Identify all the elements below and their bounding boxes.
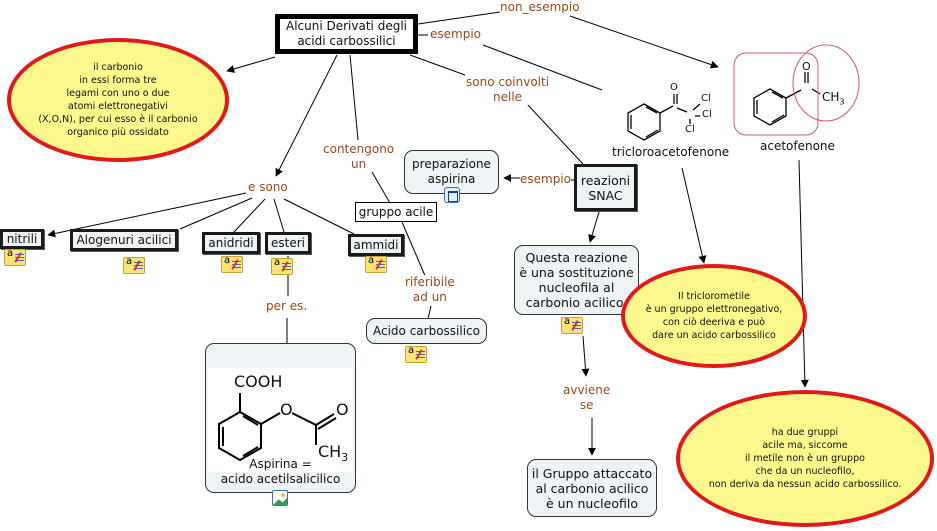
acetofenone-o-label: O xyxy=(802,60,811,73)
link-label-esempio-snac: esempio xyxy=(520,172,571,187)
annotation-note-icon[interactable]: a xyxy=(405,345,427,363)
annotation-note-icon[interactable]: a xyxy=(561,316,583,334)
link-label-non-esempio: non_esempio xyxy=(500,0,580,15)
concept-gruppo-acile[interactable]: gruppo acile xyxy=(355,202,437,222)
tricloro-cl1-label: Cl xyxy=(701,93,711,104)
link-esono-ammidi xyxy=(283,198,355,235)
link-esono-anidridi xyxy=(233,198,266,233)
concept-esteri[interactable]: esteri xyxy=(265,232,311,254)
link-esono-nitrili xyxy=(47,192,247,238)
concept-ammidi[interactable]: ammidi xyxy=(348,234,404,256)
concept-acetofenone[interactable]: acetofenone xyxy=(760,139,835,153)
aspirina-o2-label: O xyxy=(336,400,349,419)
note-triclorometile-ellipse[interactable]: Il triclorometile è un gruppo elettroneg… xyxy=(621,264,807,368)
link-snac-questa xyxy=(588,211,600,243)
link-acetofenone-ellipse xyxy=(798,159,809,388)
link-esempio-tricloro xyxy=(482,44,603,91)
concept-reazioni-snac[interactable]: reazioni SNAC xyxy=(574,164,637,211)
concept-gruppo-attaccato[interactable]: il Gruppo attaccato al carbonio acilico … xyxy=(527,459,657,517)
link-label-esempio: esempio xyxy=(430,27,481,42)
link-acile-riferibile xyxy=(401,221,427,279)
concept-preparazione-aspirina[interactable]: preparazione aspirina xyxy=(404,150,499,194)
link-root-contengono xyxy=(349,54,359,141)
link-riferibile-acido xyxy=(427,305,432,320)
link-root-esono xyxy=(275,54,338,177)
link-root-carbonio xyxy=(226,56,276,73)
link-label-riferibile: riferibile ad un xyxy=(405,275,455,305)
link-root-coinvolti xyxy=(409,54,466,76)
concept-nitrili[interactable]: nitrili xyxy=(0,229,44,249)
acetofenone-structure xyxy=(753,72,821,126)
concept-questa-reazione[interactable]: Questa reazione è una sostituzione nucle… xyxy=(514,245,639,315)
link-label-e-sono: e sono xyxy=(248,180,288,195)
sub-3: 3 xyxy=(839,97,845,107)
note-carbonio-ellipse[interactable]: il carbonio in essi forma tre legami con… xyxy=(7,38,229,162)
annotation-note-icon[interactable]: a xyxy=(4,248,26,266)
tricloro-cl3-label: Cl xyxy=(685,124,695,135)
sub-3: 3 xyxy=(341,451,349,465)
concept-anidridi[interactable]: anidridi xyxy=(202,232,260,254)
acetofenone-ch3-label: CH3 xyxy=(822,90,845,106)
aspirina-o-label: O xyxy=(280,400,293,419)
annotation-note-icon[interactable]: a xyxy=(271,257,293,275)
link-label-sono-coinvolti: sono coinvolti nelle xyxy=(466,75,550,105)
link-questa-avviene xyxy=(581,335,590,377)
link-coinvolti-snac xyxy=(526,103,584,165)
link-label-contengono: contengono un xyxy=(323,142,395,172)
concept-acido-carbossilico[interactable]: Acido carbossilico xyxy=(366,318,487,344)
aspirina-ch3-label: CH3 xyxy=(318,442,348,464)
tricloro-o-label: O xyxy=(670,82,678,93)
ch-text: CH xyxy=(822,90,840,104)
concept-alogenuri-acilici[interactable]: Alogenuri acilici xyxy=(70,229,178,251)
tricloroacetofenone-structure xyxy=(627,94,701,141)
link-root-nonesempio xyxy=(417,11,501,25)
link-esono-esteri xyxy=(273,198,285,233)
acetofenone-highlights xyxy=(733,44,860,136)
image-resource-icon[interactable] xyxy=(272,490,288,506)
link-esono-alogenuri xyxy=(179,197,253,230)
note-ha-due-gruppi-ellipse[interactable]: ha due gruppi acile ma, siccome il metil… xyxy=(676,390,934,527)
link-nonesempio-acetofenone xyxy=(569,15,719,69)
link-label-avviene-se: avviene se xyxy=(563,383,611,413)
aspirina-cooh-label: COOH xyxy=(234,372,283,391)
concept-tricloroacetofenone[interactable]: tricloroacetofenone xyxy=(612,145,730,159)
annotation-note-icon[interactable]: a xyxy=(123,256,145,274)
link-label-per-es: per es. xyxy=(266,299,308,314)
concept-root[interactable]: Alcuni Derivati degli acidi carbossilici xyxy=(275,14,418,54)
ch-text: CH xyxy=(318,442,342,461)
annotation-note-icon[interactable]: a xyxy=(365,255,387,273)
link-tricloro-ellipse xyxy=(681,167,707,264)
concept-map-link-icon[interactable] xyxy=(444,187,460,203)
link-contengono-acile xyxy=(371,171,391,204)
annotation-note-icon[interactable]: a xyxy=(221,255,243,273)
tricloro-cl2-label: Cl xyxy=(702,109,712,120)
